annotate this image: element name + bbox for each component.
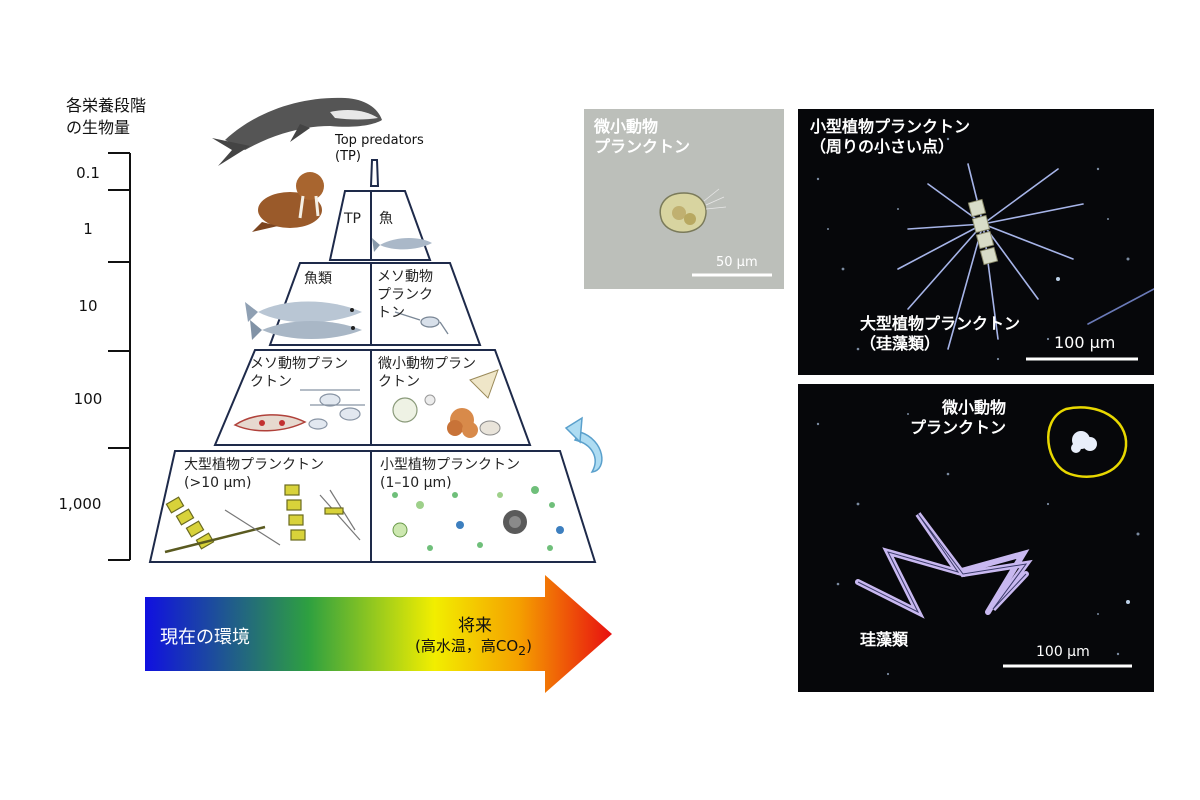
pyramid-level-5 [148,450,597,563]
tick-label: 10 [78,297,98,315]
level5-right-line1: 小型植物プランクトン [380,457,520,473]
microzoo-label-line2: プランクトン [910,418,1007,437]
level4-left-label: メソ動物プラン クトン [250,355,348,391]
scale-bar-label: 100 µm [1036,644,1090,660]
top-predators-line2: (TP) [335,149,361,164]
diatom-chain-icons [164,484,361,554]
walrus-icon [252,172,324,232]
diatom-spines [897,163,1154,350]
future-condition-text: (高水温，高CO [415,637,519,655]
level4-right-line2: クトン [378,374,420,390]
copepod-icon [394,311,449,335]
tick-label: 0.1 [76,164,100,182]
future-condition-label: (高水温，高CO2) [415,635,532,658]
copepod-group-icon [300,389,365,430]
microzoo-cell [1071,431,1097,453]
diatom-photo: 微小動物 プランクトン 珪藻類 100 µm [798,384,1154,692]
microzooplankton-icons [392,369,501,438]
ciliate-cell [659,188,727,233]
level4-right-line1: 微小動物プラン [378,356,476,372]
level2-left-label: TP [344,211,361,227]
scale-bar-label: 100 µm [1054,333,1116,352]
microzoo-label-line1: 微小動物 [942,398,1007,417]
pyramid-tip [369,159,380,187]
microzooplankton-photo: 微小動物 プランクトン 50 µm [584,109,784,289]
tick-label: 1,000 [58,495,102,513]
tick-label: 1 [83,220,93,238]
level4-left-line1: メソ動物プラン [250,356,348,372]
microzoo-label: 微小動物 プランクトン [910,398,1006,438]
axis-title: 各栄養段階 の生物量 [66,95,146,139]
future-label: 将来 [458,616,492,636]
level5-right-label: 小型植物プランクトン (1–10 µm) [380,456,520,492]
diatom-zigzag [855,512,1033,619]
recycle-arrow-icon [564,416,603,473]
microzooplankton-title-line2: プランクトン [594,137,691,156]
diatom-label: 珪藻類 [860,630,909,649]
level3-right-label: メソ動物 プランク トン [377,268,433,322]
large-phytoplankton-line2: （珪藻類） [860,334,941,353]
large-phytoplankton-label: 大型植物プランクトン （珪藻類） [860,314,1020,354]
diatom-image [816,402,1140,676]
highlight-circle [1047,406,1128,478]
level5-right-line2: (1–10 µm) [380,475,452,491]
current-environment-label: 現在の環境 [160,627,250,648]
krill-icon [233,414,307,432]
microzooplankton-title: 微小動物 プランクトン [594,117,690,157]
level5-left-label: 大型植物プランクトン (>10 µm) [184,456,324,492]
fish-pair-icon [245,301,362,340]
diatom-chain [967,198,999,266]
level3-right-line2: プランク [377,287,433,303]
microzooplankton-title-line1: 微小動物 [594,117,659,136]
top-predators-line1: Top predators [335,133,424,148]
axis-title-line2: の生物量 [66,118,131,137]
co2-subscript: 2 [518,643,527,658]
tick-label: 100 [73,390,103,408]
whale-icon [212,97,382,166]
large-phytoplankton-line1: 大型植物プランクトン [860,314,1021,333]
small-phytoplankton-icons [392,486,564,551]
level4-left-line2: クトン [250,374,292,390]
phytoplankton-image [816,137,1154,361]
level3-right-line1: メソ動物 [377,269,433,285]
level4-right-label: 微小動物プラン クトン [378,355,476,391]
level5-left-line2: (>10 µm) [184,475,252,491]
level3-right-line3: トン [377,305,405,321]
scale-bar-label: 50 µm [716,255,758,270]
level2-right-label: 魚 [379,211,393,227]
fish-icon [372,237,432,252]
level3-left-label: 魚類 [304,271,332,287]
future-condition-close: ) [526,637,532,655]
axis-title-line1: 各栄養段階 [66,96,147,115]
small-phytoplankton-line1: 小型植物プランクトン [810,117,971,136]
level5-left-line1: 大型植物プランクトン [184,457,324,473]
small-phytoplankton-label: 小型植物プランクトン （周りの小さい点） [810,117,970,157]
top-predators-label: Top predators (TP) [335,133,424,165]
phytoplankton-photo: 小型植物プランクトン （周りの小さい点） 大型植物プランクトン （珪藻類） 10… [798,109,1154,375]
small-phytoplankton-line2: （周りの小さい点） [810,137,955,156]
